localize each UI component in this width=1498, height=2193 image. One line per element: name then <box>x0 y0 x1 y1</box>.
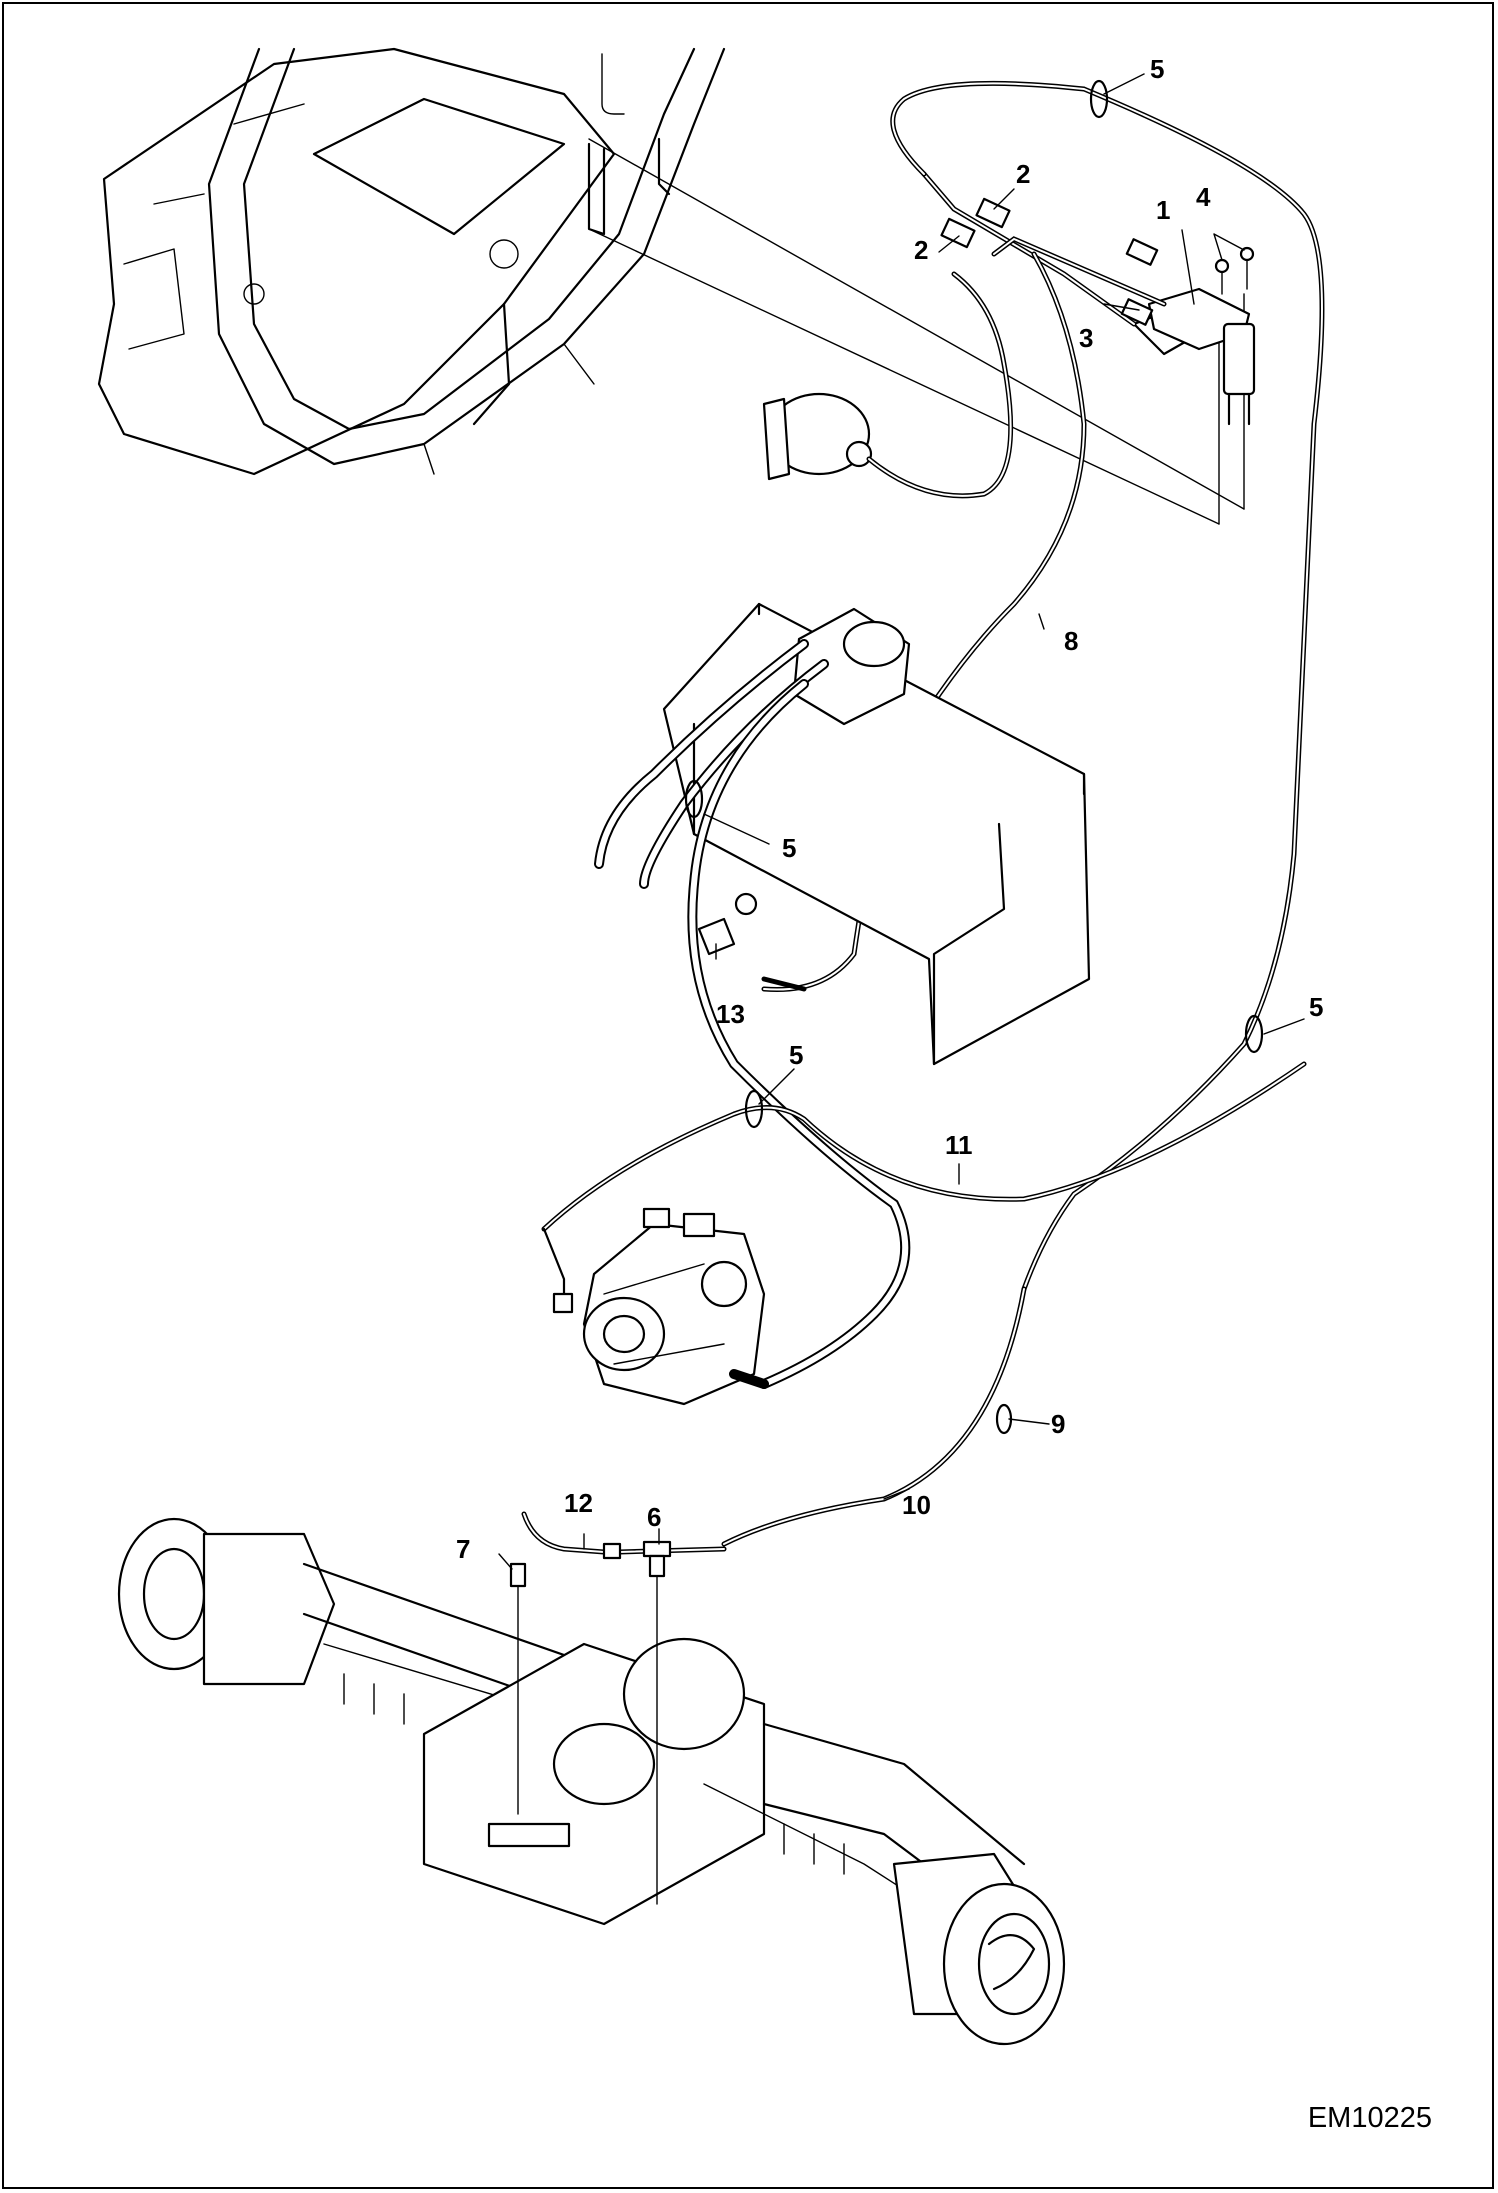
callout-5: 5 <box>1309 992 1324 1022</box>
cab-frame <box>97 47 726 476</box>
callout-5: 5 <box>789 1040 804 1070</box>
callout-11: 11 <box>945 1130 973 1160</box>
hydraulic-brake-diagram <box>97 47 1325 2046</box>
clamps <box>684 79 1264 1435</box>
accumulator <box>762 392 873 481</box>
brake-pedal-valve <box>1132 246 1256 426</box>
leader-line <box>588 228 1220 525</box>
callout-9: 9 <box>1051 1409 1066 1439</box>
leader-line <box>588 138 1245 510</box>
callout-5: 5 <box>782 833 797 863</box>
callout-4: 4 <box>1196 182 1211 212</box>
callout-6: 6 <box>647 1502 662 1532</box>
axle-assembly <box>117 1517 1066 2046</box>
fittings <box>940 197 1159 326</box>
hydraulic-pump <box>582 1207 766 1406</box>
callout-5: 5 <box>1150 54 1165 84</box>
callout-1: 1 <box>1156 195 1171 225</box>
callout-2: 2 <box>1016 159 1031 189</box>
callout-8: 8 <box>1064 626 1079 656</box>
tank-fittings <box>697 892 807 992</box>
callout-3: 3 <box>1079 323 1094 353</box>
document-code: EM10225 <box>1307 2102 1432 2134</box>
callout-10: 10 <box>902 1490 931 1520</box>
bleed-fitting <box>509 1562 527 1588</box>
callout-2: 2 <box>914 235 929 265</box>
callout-12: 12 <box>564 1488 593 1518</box>
callout-13: 13 <box>716 999 745 1029</box>
hydraulic-tank <box>662 602 1091 1066</box>
tee-fitting <box>602 1540 672 1578</box>
callout-7: 7 <box>456 1534 471 1564</box>
callout-leaders <box>498 73 1305 1570</box>
